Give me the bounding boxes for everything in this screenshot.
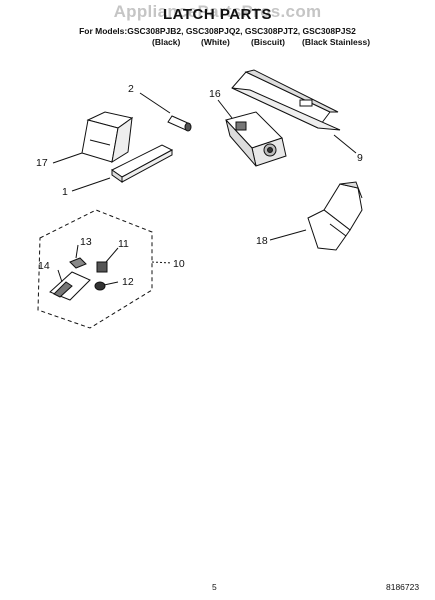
part-9-latch-plate	[231, 69, 357, 154]
part-2-spacer	[139, 92, 192, 132]
part-14-bracket	[49, 269, 91, 301]
color-biscuit: (Biscuit)	[251, 37, 285, 47]
part-13-switch	[69, 244, 87, 269]
part-18-bracket	[269, 181, 363, 251]
page-number: 5	[212, 582, 217, 592]
part-12-connector	[94, 281, 119, 291]
callout-9: 9	[357, 152, 363, 164]
callout-10: 10	[173, 258, 185, 270]
part-1-rail	[71, 144, 174, 192]
document-number: 8186723	[386, 582, 420, 592]
site-watermark: AppliancePartsPros.com	[113, 2, 322, 21]
callout-1: 1	[62, 186, 68, 198]
color-black: (Black)	[152, 37, 181, 47]
part-16-latch-assembly	[217, 99, 287, 167]
part-17-latch-bracket	[52, 111, 134, 164]
part-11-switch	[96, 247, 119, 273]
models-line: For Models:GSC308PJB2, GSC308PJQ2, GSC30…	[79, 26, 356, 36]
callout-13: 13	[80, 236, 92, 248]
callout-12: 12	[122, 276, 134, 288]
callout-16: 16	[209, 88, 221, 100]
color-black-stainless: (Black Stainless)	[302, 37, 371, 47]
callout-18: 18	[256, 235, 268, 247]
page-title: LATCH PARTS	[162, 6, 273, 23]
callout-17: 17	[36, 157, 48, 169]
part-10-kit-outline	[37, 209, 173, 329]
callout-14: 14	[38, 260, 50, 272]
color-white: (White)	[201, 37, 230, 47]
callout-11: 11	[118, 238, 129, 250]
callout-2: 2	[128, 83, 134, 95]
